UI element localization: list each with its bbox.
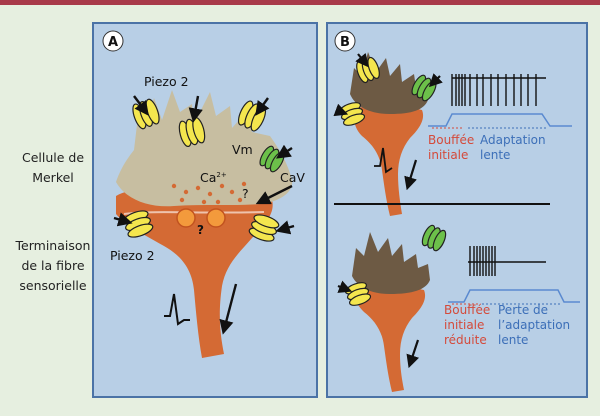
- burst-label-top: Bouffée initiale: [428, 133, 478, 162]
- vesicle-left: [176, 208, 196, 228]
- reduced-scenario: [337, 222, 449, 392]
- top-accent-bar: [0, 0, 600, 5]
- merkel-label-line1: Cellule de: [21, 150, 85, 165]
- panel-b-diagram: B Bouffé: [333, 30, 580, 392]
- ca-label: Ca2+: [200, 170, 227, 185]
- cav-label: CaV: [280, 170, 305, 185]
- merkel-cell-label: Cellule de Merkel: [10, 148, 96, 188]
- terminal-shape-bottom: [355, 284, 426, 392]
- ca-text: Ca: [200, 170, 216, 185]
- burst-top-line1: Bouffée: [428, 133, 474, 147]
- stimulus-trace-bottom: [448, 289, 580, 303]
- panel-b-letter-badge: [334, 30, 356, 52]
- adapt-bottom-line2: l’adaptation: [498, 318, 570, 332]
- ca-superscript: 2+: [216, 171, 226, 179]
- terminal-shape-top: [354, 104, 424, 216]
- vesicle-right: [206, 208, 226, 228]
- burst-top-line2: initiale: [428, 148, 468, 162]
- force-arrows-top: [333, 53, 443, 191]
- force-arrows: [113, 95, 295, 335]
- normal-scenario: [333, 52, 443, 216]
- spike-train-bottom: [468, 246, 546, 276]
- cav-bottom: [419, 222, 449, 254]
- panel-a-diagram: A Piezo 2 Vm CaV Ca2+ ? ? Piezo 2: [102, 30, 305, 358]
- force-arrows-bottom: [337, 280, 420, 369]
- adapt-top-line1: Adaptation: [480, 133, 546, 147]
- question-mark: ?: [242, 186, 249, 201]
- spike-top: [374, 147, 393, 174]
- panel-a: A Piezo 2 Vm CaV Ca2+ ? ? Piezo 2: [92, 22, 318, 398]
- stimulus-trace-top: [428, 113, 572, 127]
- adapt-label-bottom: Perte de l’adaptation lente: [498, 303, 574, 347]
- panel-a-letter: A: [108, 35, 118, 50]
- vm-label: Vm: [232, 142, 253, 157]
- calcium-dots: [171, 181, 247, 211]
- action-potential-spike: [164, 293, 190, 326]
- burst-bottom-line1: Bouffée: [444, 303, 490, 317]
- burst-bottom-line2: initiale: [444, 318, 484, 332]
- burst-label-bottom: Bouffée initiale réduite: [444, 303, 494, 347]
- adapt-bottom-line1: Perte de: [498, 303, 548, 317]
- piezo-bottom-label: Piezo 2: [110, 248, 155, 263]
- panel-b-letter: B: [340, 35, 350, 50]
- piezo-top-label: Piezo 2: [144, 74, 189, 89]
- panel-a-letter-badge: [102, 30, 124, 52]
- fibre-label-line1: Terminaison: [15, 238, 91, 253]
- fibre-label-line3: sensorielle: [19, 278, 87, 293]
- sensory-fibre-label: Terminaison de la fibre sensorielle: [6, 236, 100, 296]
- fibre-label-line2: de la fibre: [21, 258, 85, 273]
- panel-b: B Bouffé: [326, 22, 588, 398]
- question-mark-bold: ?: [197, 223, 204, 237]
- burst-bottom-line3: réduite: [444, 333, 487, 347]
- sensory-terminal-shape: [116, 189, 273, 358]
- merkel-shape-bottom: [352, 232, 430, 294]
- adapt-bottom-line3: lente: [498, 333, 528, 347]
- merkel-label-line2: Merkel: [32, 170, 74, 185]
- spike-train-top: [451, 74, 546, 106]
- adapt-label-top: Adaptation lente: [480, 133, 549, 162]
- adapt-top-line2: lente: [480, 148, 510, 162]
